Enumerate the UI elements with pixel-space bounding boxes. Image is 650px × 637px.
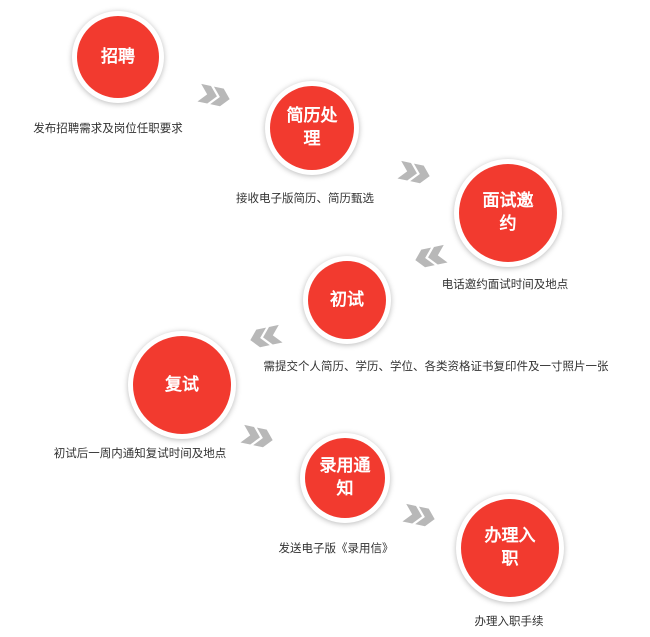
- chevron-right-icon: [402, 503, 437, 528]
- step-caption: 办理入职手续: [474, 614, 544, 628]
- step-label: 简历处理: [286, 106, 338, 149]
- chevron-left-icon: [413, 244, 448, 269]
- step-caption: 电话邀约面试时间及地点: [441, 277, 569, 291]
- step-caption: 需提交个人简历、学历、学位、各类资格证书复印件及一寸照片一张: [263, 359, 609, 373]
- step-caption: 接收电子版简历、简历甄选: [236, 191, 374, 205]
- step-first-interview: 初试: [303, 256, 391, 344]
- step-interview-invite: 面试邀约: [454, 159, 562, 267]
- chevron-right-icon: [397, 160, 432, 185]
- step-label: 招聘: [101, 46, 135, 67]
- step-label: 办理入职: [484, 526, 536, 569]
- step-caption: 发送电子版《录用信》: [278, 541, 394, 555]
- step-second-interview: 复试: [128, 331, 236, 439]
- step-label: 录用通知: [319, 456, 371, 499]
- step-recruit: 招聘: [72, 11, 164, 103]
- step-resume: 简历处理: [265, 81, 359, 175]
- step-label: 面试邀约: [482, 191, 534, 234]
- chevron-left-icon: [248, 324, 283, 349]
- step-offer: 录用通知: [300, 433, 390, 523]
- step-onboarding: 办理入职: [456, 494, 564, 602]
- chevron-right-icon: [197, 83, 232, 108]
- step-label: 初试: [330, 289, 364, 310]
- chevron-right-icon: [240, 424, 275, 449]
- step-label: 复试: [165, 374, 199, 395]
- step-caption: 发布招聘需求及岗位任职要求: [33, 121, 183, 135]
- step-caption: 初试后一周内通知复试时间及地点: [53, 446, 227, 460]
